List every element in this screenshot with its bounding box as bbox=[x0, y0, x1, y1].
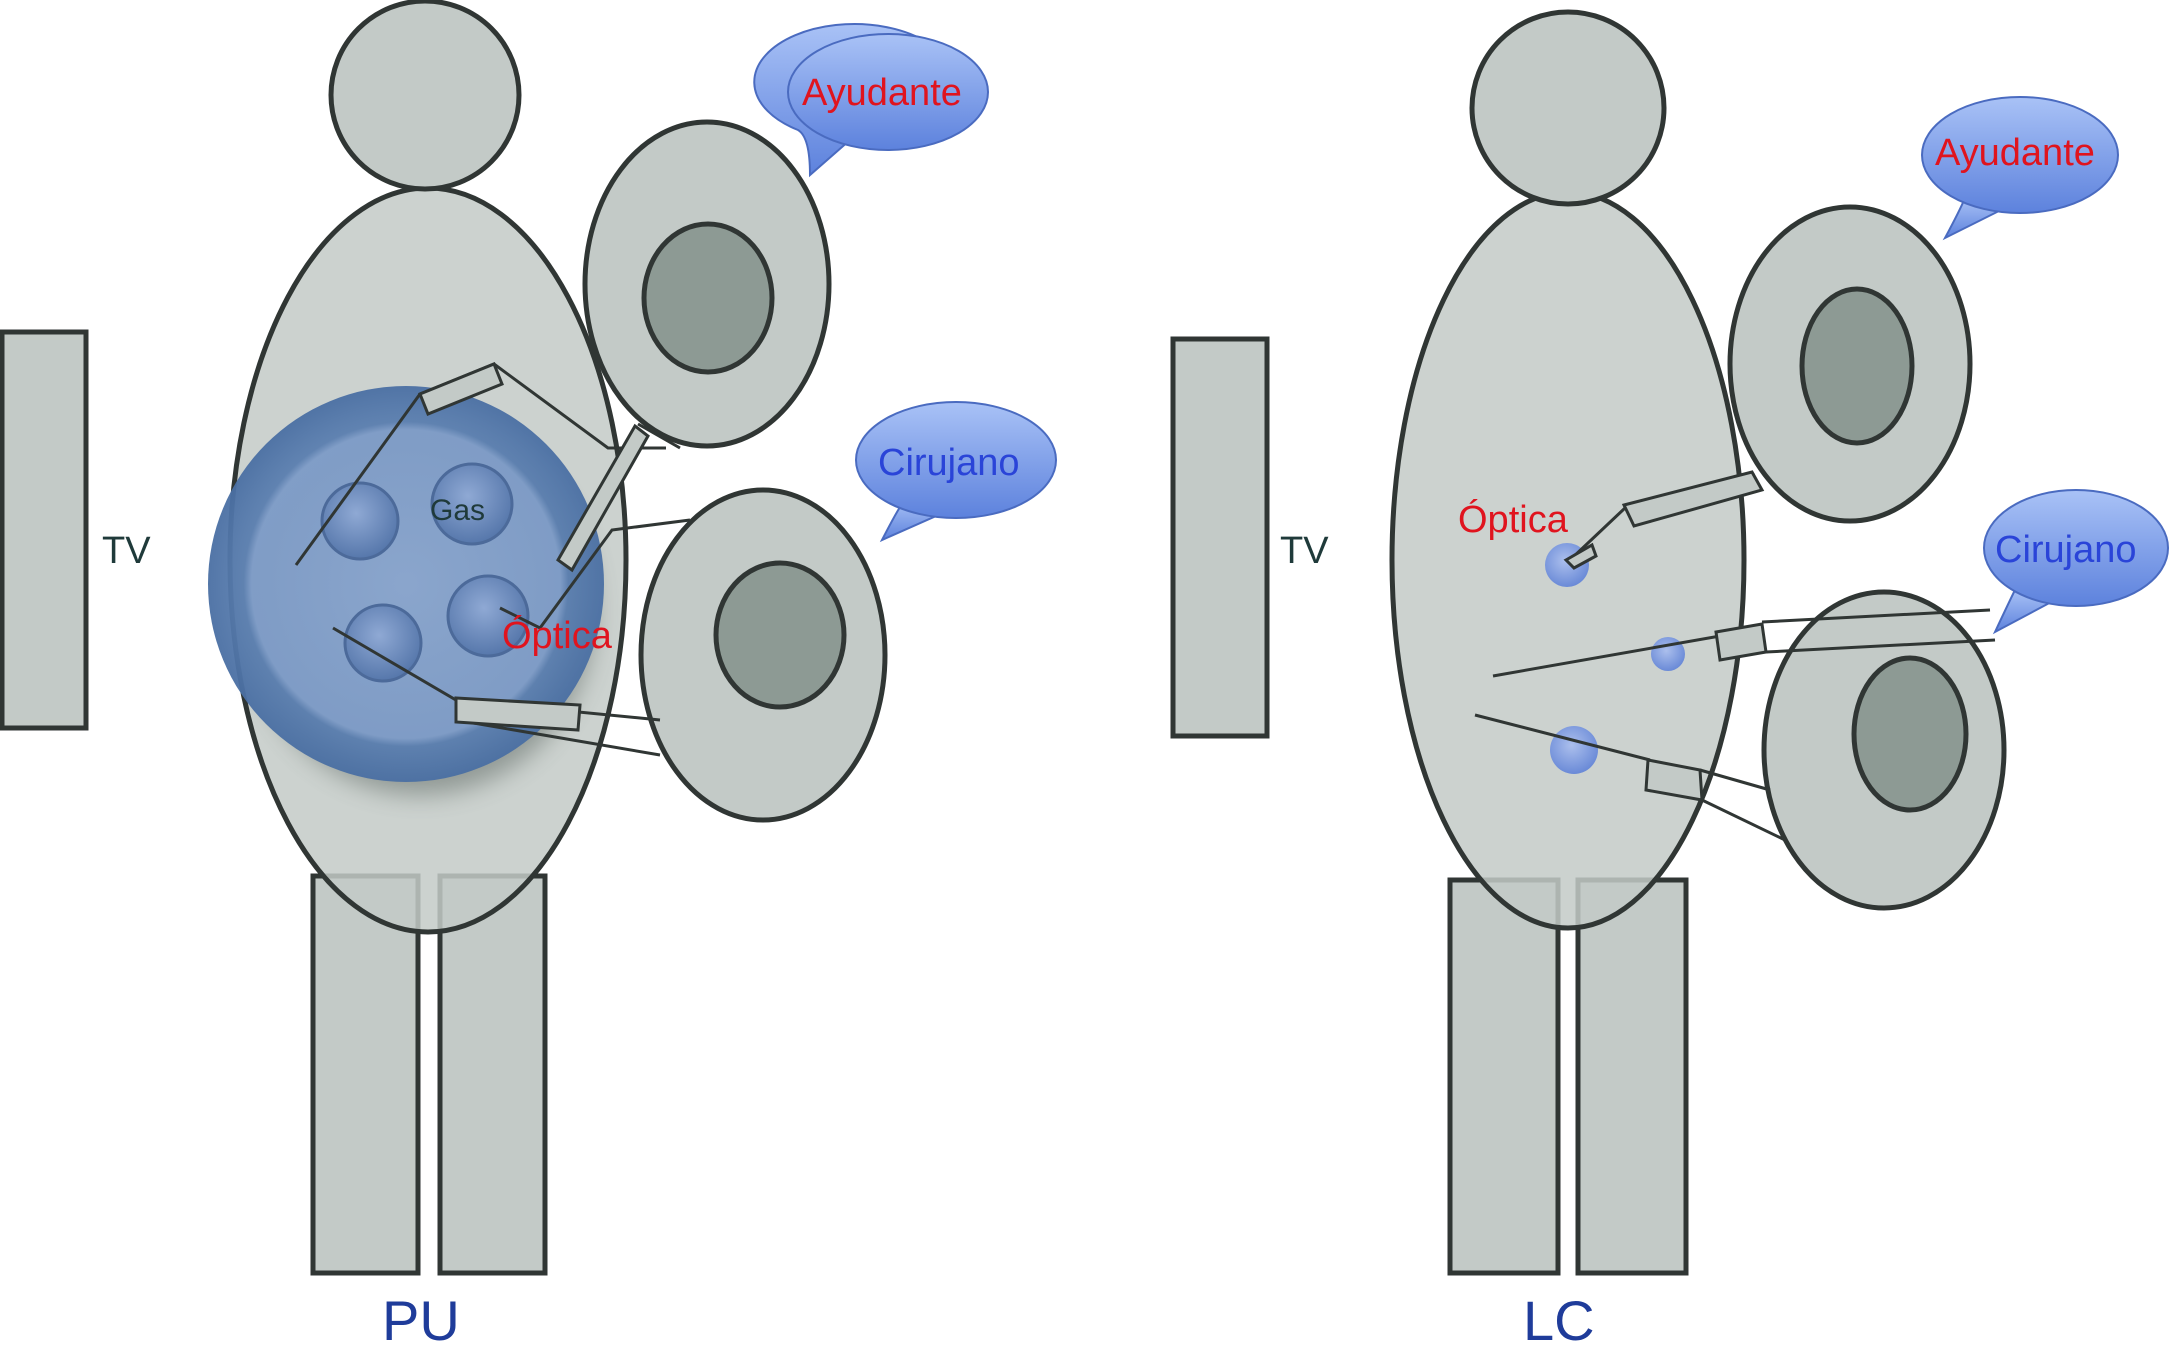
surgeon-label: Cirujano bbox=[878, 442, 1020, 484]
instrument-handle bbox=[418, 362, 504, 416]
instrument-shaft bbox=[455, 718, 661, 757]
assistant-label: Ayudante bbox=[1935, 132, 2095, 174]
tv-label: TV bbox=[1280, 530, 1329, 572]
surgeon-head-inner bbox=[1851, 655, 1969, 813]
port-ball bbox=[343, 603, 423, 683]
port-ball bbox=[446, 574, 530, 658]
speech-bubble-surgeon bbox=[855, 401, 1057, 519]
instrument-handle bbox=[454, 696, 582, 732]
optics-handle bbox=[1621, 470, 1765, 528]
surgeon-head-inner bbox=[713, 560, 847, 710]
tv-screen bbox=[1170, 336, 1270, 739]
instrument-shaft bbox=[1699, 768, 1771, 792]
optics-tip bbox=[1563, 542, 1598, 570]
trocar-port bbox=[1550, 726, 1598, 774]
instrument-shaft bbox=[1492, 634, 1721, 678]
surgeon-label: Cirujano bbox=[1995, 529, 2137, 571]
tv-label: TV bbox=[102, 530, 151, 572]
port-ball bbox=[430, 462, 514, 546]
speech-bubble-assistant bbox=[787, 33, 989, 151]
panel-caption: PU bbox=[382, 1289, 460, 1352]
speech-bubble-surgeon bbox=[1983, 489, 2169, 607]
assistant-label: Ayudante bbox=[802, 72, 962, 114]
speech-bubble-assistant bbox=[1921, 96, 2119, 214]
instrument-shaft bbox=[637, 422, 681, 450]
instrument-shaft bbox=[1761, 608, 1991, 624]
optics-label: Óptica bbox=[502, 614, 613, 657]
panel-caption: LC bbox=[1523, 1289, 1595, 1352]
panel-lc: TV Óptica Ayudante Cirujano LC bbox=[1170, 9, 2169, 1352]
patient-left-leg bbox=[1447, 877, 1561, 1276]
optics-label: Óptica bbox=[1458, 498, 1569, 541]
port-ball bbox=[320, 481, 400, 561]
panel-pu: TV Gas Óptica Ayudante bbox=[0, 0, 1057, 1352]
tv-screen bbox=[0, 329, 89, 731]
instrument-shaft bbox=[1701, 798, 1786, 842]
instrument-shaft bbox=[1765, 638, 1996, 654]
instrument-handle bbox=[1714, 622, 1768, 662]
assistant-head-inner bbox=[641, 221, 775, 375]
gas-label: Gas bbox=[430, 494, 485, 527]
patient-head bbox=[1469, 9, 1667, 207]
instrument-shaft bbox=[1474, 713, 1651, 762]
patient-right-leg bbox=[1575, 877, 1689, 1276]
instrument-shaft bbox=[499, 518, 691, 630]
patient-head bbox=[328, 0, 522, 192]
patient-left-leg bbox=[310, 873, 421, 1276]
assistant-head-inner bbox=[1799, 286, 1915, 446]
optics-handle bbox=[556, 423, 650, 573]
patient-right-leg bbox=[437, 873, 548, 1276]
